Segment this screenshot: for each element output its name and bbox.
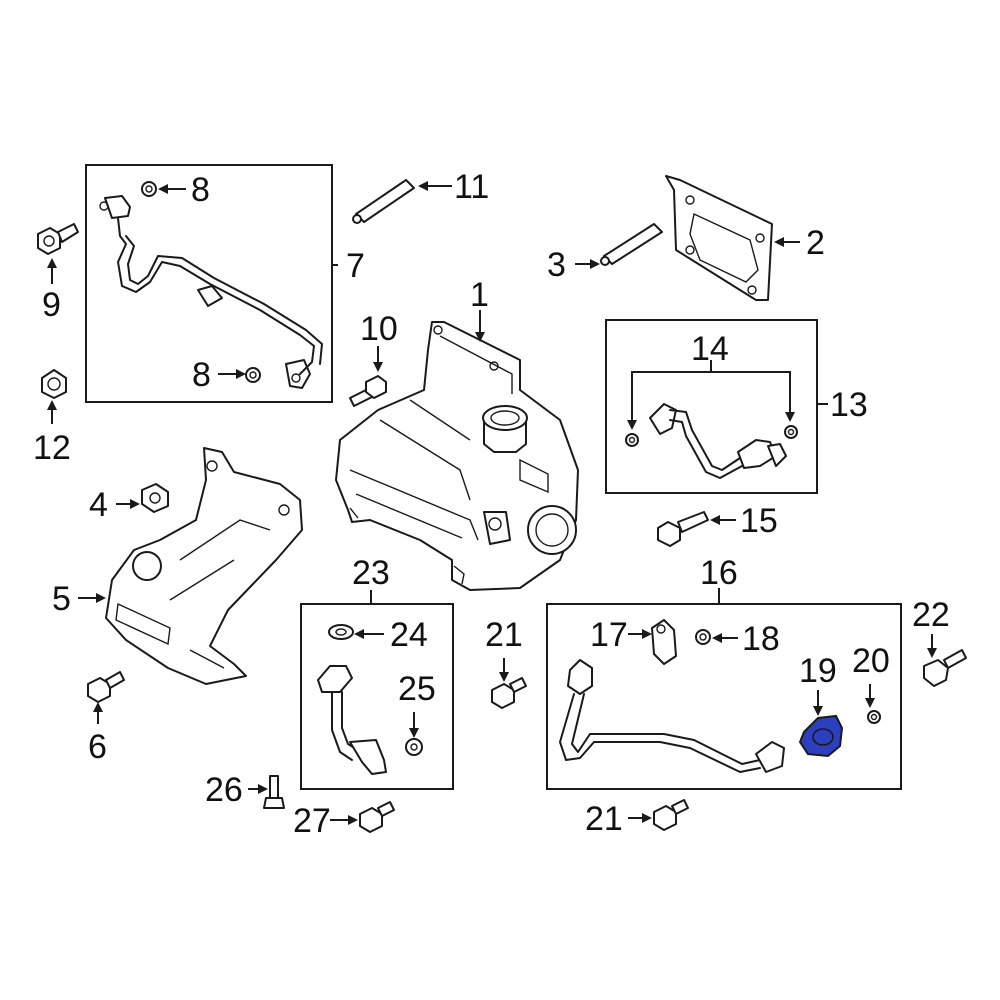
group-box-23 — [300, 603, 454, 790]
callout-19: 19 — [799, 652, 837, 690]
callout-20: 20 — [852, 642, 890, 680]
callout-8-lower: 8 — [192, 356, 211, 394]
callout-18: 18 — [742, 620, 780, 658]
washer-8-lower-hole — [249, 371, 257, 379]
coolant-line-23 — [317, 624, 423, 775]
callout-6: 6 — [88, 728, 107, 766]
washer-8-upper — [141, 181, 157, 197]
highlighted-part-19 — [798, 714, 844, 758]
bolt-9 — [37, 223, 79, 255]
washer-18 — [695, 629, 711, 645]
callout-7: 7 — [346, 247, 365, 285]
nut-12 — [41, 369, 67, 399]
bolt-22 — [923, 649, 967, 687]
washer-8-upper-hole — [145, 185, 153, 193]
callout-25: 25 — [398, 670, 436, 708]
callout-3: 3 — [547, 246, 566, 284]
callout-8-upper: 8 — [191, 171, 210, 209]
callout-1: 1 — [470, 276, 489, 314]
group-box-13 — [605, 319, 818, 494]
bolt-6 — [87, 671, 125, 703]
bolt-10 — [349, 375, 387, 407]
gasket-2 — [665, 175, 773, 301]
callout-10: 10 — [360, 310, 398, 348]
coolant-line-16 — [559, 619, 881, 773]
callout-12: 12 — [33, 429, 71, 467]
callout-14: 14 — [691, 330, 729, 368]
turbocharger-1 — [335, 321, 579, 591]
washer-20 — [867, 710, 881, 724]
callout-4: 4 — [89, 486, 108, 524]
washer-8-lower — [245, 367, 261, 383]
stud-3 — [600, 223, 663, 266]
callout-27: 27 — [293, 802, 331, 840]
stud-26 — [263, 775, 285, 809]
callout-13: 13 — [830, 386, 868, 424]
bolt-21-middle — [491, 677, 527, 709]
group-box-7 — [85, 164, 333, 403]
nut-4 — [141, 483, 169, 513]
callout-15: 15 — [740, 502, 778, 540]
heat-shield-5 — [105, 447, 303, 685]
bolt-21-lower — [653, 799, 689, 831]
callout-26: 26 — [205, 771, 243, 809]
washer-24 — [328, 624, 354, 640]
bolt-15 — [657, 511, 709, 547]
washer-25 — [405, 738, 423, 756]
stud-11 — [352, 179, 415, 224]
callout-23: 23 — [352, 554, 390, 592]
callout-21-middle: 21 — [485, 616, 523, 654]
callout-5: 5 — [52, 580, 71, 618]
callout-9: 9 — [42, 286, 61, 324]
group-box-16 — [546, 603, 902, 790]
callout-21-lower: 21 — [585, 800, 623, 838]
oil-feed-line-7 — [99, 195, 323, 389]
callout-2: 2 — [806, 224, 825, 262]
callout-11: 11 — [454, 168, 489, 206]
callout-22: 22 — [912, 596, 950, 634]
bolt-27 — [359, 801, 395, 833]
callout-16: 16 — [700, 554, 738, 592]
callout-24: 24 — [390, 616, 428, 654]
callout-17: 17 — [590, 616, 628, 654]
oil-return-line-13 — [625, 403, 798, 479]
